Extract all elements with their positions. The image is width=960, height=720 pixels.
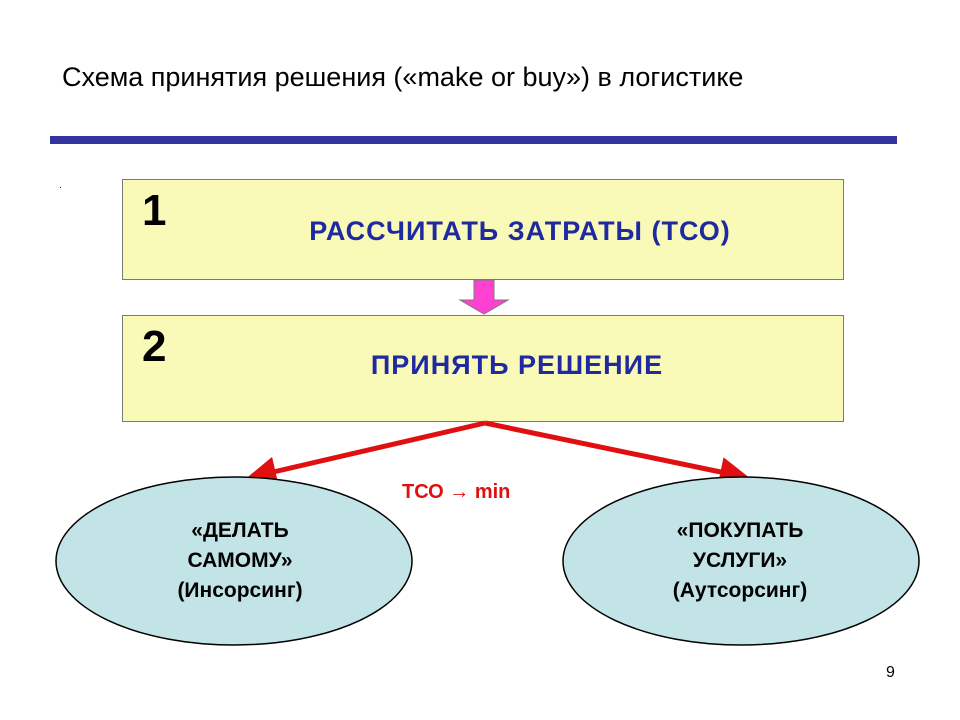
- stray-dot: .: [59, 180, 62, 191]
- branch-arrow-left: [246, 420, 486, 487]
- step-2-text: ПРИНЯТЬ РЕШЕНИЕ: [370, 350, 664, 380]
- option-left-label: «ДЕЛАТЬ САМОМУ» (Инсорсинг): [120, 516, 360, 606]
- option-right-line3: (Аутсорсинг): [672, 579, 808, 602]
- page-number: 9: [886, 664, 895, 681]
- slide-title: Схема принятия решения («make or buy») в…: [62, 62, 744, 92]
- step-1-number: 1: [142, 186, 167, 235]
- down-arrow-icon: [458, 279, 510, 315]
- option-left-ellipse: [55, 476, 413, 646]
- option-right-label: «ПОКУПАТЬ УСЛУГИ» (Аутсорсинг): [620, 516, 860, 606]
- branch-arrow-right: [484, 420, 750, 487]
- option-right-line2: УСЛУГИ»: [692, 549, 788, 572]
- title-underline: [50, 136, 897, 144]
- option-left-line3: (Инсорсинг): [177, 579, 303, 602]
- step-1-box: 1 РАССЧИТАТЬ ЗАТРАТЫ (ТСО): [122, 179, 844, 280]
- option-right-line1: «ПОКУПАТЬ: [676, 519, 804, 542]
- option-right-ellipse: [562, 476, 920, 646]
- step-1-text: РАССЧИТАТЬ ЗАТРАТЫ (ТСО): [309, 216, 731, 246]
- criterion-label: ТСО → min: [402, 481, 511, 503]
- option-left-line2: САМОМУ»: [187, 549, 293, 572]
- step-2-number: 2: [142, 322, 167, 371]
- option-left-line1: «ДЕЛАТЬ: [191, 519, 289, 542]
- step-2-box: 2 ПРИНЯТЬ РЕШЕНИЕ: [122, 315, 844, 422]
